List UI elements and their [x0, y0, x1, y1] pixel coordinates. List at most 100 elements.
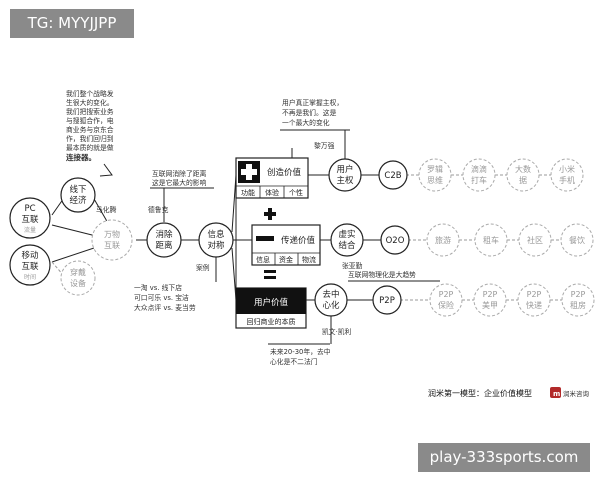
- svg-text:P2P: P2P: [483, 290, 498, 299]
- svg-text:信息: 信息: [256, 255, 270, 264]
- box-transfer-value: 传递价值 信息 资金 物流: [251, 224, 321, 266]
- svg-text:互联网消除了距离: 互联网消除了距离: [152, 169, 207, 178]
- node-decentralization: 去中 心化: [314, 283, 348, 317]
- svg-text:租车: 租车: [483, 235, 499, 245]
- label-drucker: 德鲁克: [148, 205, 169, 214]
- svg-text:大数: 大数: [515, 164, 531, 174]
- svg-text:可口可乐 vs. 宝洁: 可口可乐 vs. 宝洁: [134, 293, 189, 302]
- svg-text:流量: 流量: [24, 226, 36, 234]
- svg-text:互联网物理化是大趋势: 互联网物理化是大趋势: [348, 270, 416, 279]
- svg-text:与搜狐合作，电: 与搜狐合作，电: [66, 116, 114, 125]
- node-pc-internet: PC 互联 流量: [9, 197, 51, 239]
- svg-text:一个最大的变化: 一个最大的变化: [282, 118, 330, 127]
- svg-text:P2P: P2P: [571, 290, 586, 299]
- dashed-row-o2o-examples: 旅游 租车 社区 餐饮: [426, 223, 594, 257]
- label-zhang-yaqin: 张亚勤: [342, 261, 363, 270]
- svg-text:手机: 手机: [559, 175, 575, 185]
- svg-text:结合: 结合: [338, 240, 356, 251]
- svg-text:P2P: P2P: [379, 296, 395, 306]
- svg-text:用户真正掌握主权，: 用户真正掌握主权，: [282, 98, 343, 107]
- dashed-row-p2p-examples: P2P 保险 P2P 美甲 P2P 快递 P2P 租房: [429, 283, 595, 317]
- svg-text:美甲: 美甲: [482, 300, 498, 310]
- svg-text:快递: 快递: [526, 300, 542, 310]
- svg-text:作，我们回归到: 作，我们回归到: [66, 134, 114, 143]
- plus-icon: [264, 208, 276, 220]
- svg-text:传递价值: 传递价值: [281, 235, 316, 246]
- node-p2p: P2P: [372, 285, 402, 315]
- svg-text:O2O: O2O: [386, 236, 405, 246]
- label-kevin-kelly: 凯文·凯利: [322, 327, 352, 336]
- annotation-distance-quote: 互联网消除了距离 这是它最大的影响: [150, 169, 214, 222]
- node-eliminate-distance: 消除 距离: [146, 222, 182, 258]
- node-offline-economy: 线下 经济: [60, 177, 96, 213]
- watermark-bottom: play-333sports.com: [418, 443, 590, 472]
- svg-text:心化是不二法门: 心化是不二法门: [270, 357, 318, 366]
- label-li-wanqiang: 黎万强: [314, 141, 335, 150]
- svg-text:据: 据: [519, 175, 527, 185]
- box-create-value: 创造价值 功能 体验 个性: [235, 157, 309, 199]
- node-information-symmetry: 信息 对称: [198, 222, 234, 258]
- runmi-logo-icon: [550, 387, 561, 398]
- svg-text:商业务与京东合: 商业务与京东合: [66, 125, 114, 134]
- svg-text:用户: 用户: [336, 164, 353, 175]
- svg-text:思维: 思维: [427, 175, 443, 185]
- svg-text:滴滴: 滴滴: [471, 164, 487, 174]
- svg-text:心化: 心化: [322, 300, 340, 311]
- svg-text:万物: 万物: [104, 229, 120, 239]
- svg-text:信息: 信息: [207, 229, 225, 240]
- svg-text:不再是我们。这是: 不再是我们。这是: [282, 108, 337, 117]
- svg-text:未来20-30年，去中: 未来20-30年，去中: [270, 347, 331, 356]
- svg-text:租房: 租房: [570, 300, 586, 310]
- svg-text:小米: 小米: [559, 164, 575, 174]
- svg-text:互联: 互联: [21, 215, 39, 225]
- box-user-value: 用户价值 回归商业的本质: [235, 287, 307, 329]
- footer-model-title: 润米第一模型：企业价值模型 m 润米咨询: [428, 387, 590, 398]
- annotation-sovereignty-quote: 用户真正掌握主权， 不再是我们。这是 一个最大的变化: [280, 98, 350, 159]
- svg-text:资金: 资金: [279, 255, 293, 264]
- svg-text:用户价值: 用户价值: [254, 297, 289, 308]
- svg-text:旅游: 旅游: [435, 235, 451, 245]
- svg-text:P2P: P2P: [439, 290, 454, 299]
- svg-text:最本质的就是做: 最本质的就是做: [66, 143, 114, 152]
- svg-text:回归商业的本质: 回归商业的本质: [247, 317, 296, 326]
- svg-text:润米咨询: 润米咨询: [563, 389, 590, 398]
- svg-text:打车: 打车: [471, 175, 487, 185]
- svg-text:设备: 设备: [70, 278, 86, 288]
- watermark-top: TG: MYYJJPP: [10, 9, 134, 38]
- svg-text:体验: 体验: [265, 188, 279, 197]
- annotation-cases: 一淘 vs. 线下店 可口可乐 vs. 宝洁 大众点评 vs. 麦当劳: [134, 257, 217, 312]
- svg-text:餐饮: 餐饮: [569, 235, 585, 245]
- svg-text:罗辑: 罗辑: [427, 164, 443, 174]
- svg-text:互联: 互联: [104, 241, 120, 250]
- svg-text:对称: 对称: [207, 240, 225, 251]
- annotation-iot-trend: 互联网物理化是大趋势: [348, 270, 440, 282]
- svg-text:我们整个战略发: 我们整个战略发: [66, 89, 114, 98]
- node-internet-of-things: 万物 互联: [91, 219, 133, 261]
- svg-text:我们把搜索业务: 我们把搜索业务: [66, 107, 114, 116]
- svg-text:主权: 主权: [336, 175, 354, 186]
- node-wearable-devices: 穿戴 设备: [60, 260, 96, 296]
- svg-text:社区: 社区: [527, 235, 543, 245]
- node-c2b: C2B: [378, 160, 408, 190]
- svg-text:创造价值: 创造价值: [267, 167, 302, 178]
- annotation-future-quote: 未来20-30年，去中 心化是不二法门: [268, 316, 332, 366]
- svg-text:润米第一模型：企业价值模型: 润米第一模型：企业价值模型: [428, 388, 532, 398]
- svg-text:物流: 物流: [302, 255, 316, 264]
- svg-text:距离: 距离: [155, 240, 172, 251]
- svg-text:移动: 移动: [21, 250, 39, 261]
- svg-text:去中: 去中: [322, 289, 339, 300]
- svg-text:一淘 vs. 线下店: 一淘 vs. 线下店: [134, 283, 182, 292]
- svg-text:消除: 消除: [155, 229, 173, 240]
- equals-icon: [264, 270, 276, 279]
- svg-text:大众点评 vs. 麦当劳: 大众点评 vs. 麦当劳: [134, 303, 196, 312]
- node-user-sovereignty: 用户 主权: [328, 158, 362, 192]
- svg-text:穿戴: 穿戴: [70, 267, 86, 277]
- svg-text:m: m: [553, 390, 560, 398]
- svg-text:线下: 线下: [69, 184, 87, 195]
- svg-text:互联: 互联: [21, 262, 39, 272]
- dashed-row-c2b-examples: 罗辑 思维 滴滴 打车 大数 据 小米 手机: [418, 158, 584, 192]
- label-case: 案例: [196, 263, 210, 272]
- node-o2o: O2O: [380, 225, 410, 255]
- svg-text:这是它最大的影响: 这是它最大的影响: [152, 178, 207, 187]
